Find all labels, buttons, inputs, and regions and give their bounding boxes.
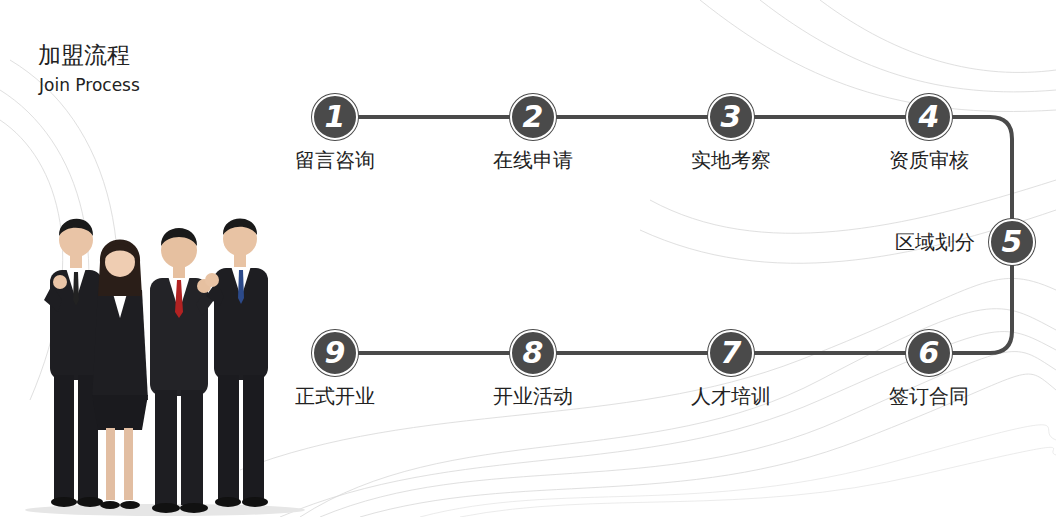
step-circle: 8开业活动 [510,330,556,376]
step-number: 7 [710,332,752,374]
step-label: 正式开业 [293,384,377,408]
connector-line [359,351,509,355]
step-number: 5 [991,221,1033,263]
step-label: 在线申请 [491,148,575,172]
step-circle: 5区域划分 [989,219,1035,265]
step-label: 资质审核 [887,148,971,172]
step-circle: 3实地考察 [708,94,754,140]
connector-line [953,266,1012,353]
step-label: 人才培训 [689,384,773,408]
connector-line [557,351,707,355]
connector-line [359,115,509,119]
step-circle: 7人才培训 [708,330,754,376]
step-circle: 9正式开业 [312,330,358,376]
step-number: 6 [908,332,950,374]
step-label: 签订合同 [887,384,971,408]
step-number: 3 [710,96,752,138]
connector-line [755,351,905,355]
step-number: 9 [314,332,356,374]
step-number: 2 [512,96,554,138]
step-label: 开业活动 [491,384,575,408]
connector-line [557,115,707,119]
step-label: 区域划分 [893,230,977,254]
step-number: 4 [908,96,950,138]
step-circle: 1留言咨询 [312,94,358,140]
step-label: 留言咨询 [293,148,377,172]
step-circle: 6签订合同 [906,330,952,376]
step-number: 8 [512,332,554,374]
step-label: 实地考察 [689,148,773,172]
title: 加盟流程 [38,40,130,70]
subtitle: Join Process [39,74,140,96]
connector-line [755,115,905,119]
step-number: 1 [314,96,356,138]
step-circle: 4资质审核 [906,94,952,140]
step-circle: 2在线申请 [510,94,556,140]
